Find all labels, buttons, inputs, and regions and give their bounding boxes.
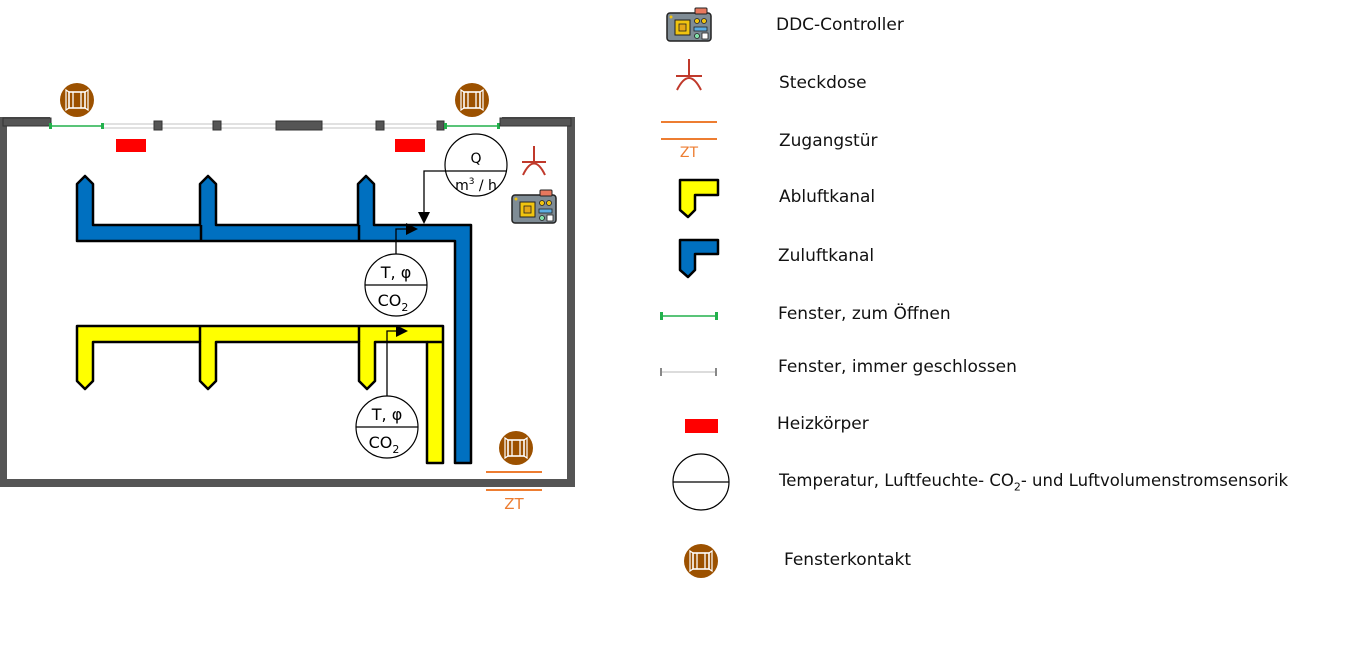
access-door[interactable]: ZT (486, 471, 542, 513)
legend-window-contact-icon (683, 543, 719, 579)
window-fixed-strip (104, 120, 445, 131)
legend-label-sensor: Temperatur, Luftfeuchte- CO2- und Luftvo… (779, 471, 1289, 494)
window-openable-right[interactable] (444, 123, 500, 129)
supply-duct (75, 174, 473, 465)
supply-sensor: T, φ CO2 (364, 223, 428, 317)
legend-label-window-fixed: Fenster, immer geschlossen (778, 357, 1017, 377)
ddc-controller-icon (511, 189, 557, 224)
window-contact-icon-right (454, 82, 490, 118)
legend-exhaust-duct-icon (678, 178, 720, 219)
radiator-right (395, 139, 425, 152)
flow-sensor: Q m3 / h (418, 133, 508, 224)
door-label: ZT (504, 495, 524, 513)
legend-supply-duct-icon (678, 238, 720, 279)
exhaust-duct (75, 324, 445, 465)
legend-label-access-door: Zugangstür (779, 131, 878, 151)
supply-sensor-top: T, φ (380, 263, 412, 282)
legend-socket-icon (676, 59, 702, 91)
legend-access-door-icon: ZT (661, 121, 717, 161)
top-wall (2, 117, 572, 131)
socket-icon (522, 146, 546, 176)
exhaust-sensor-bottom: CO2 (369, 433, 400, 456)
flow-sensor-bottom: m3 / h (455, 177, 497, 194)
legend-label-exhaust-duct: Abluftkanal (779, 187, 876, 207)
legend-label-window-openable: Fenster, zum Öffnen (778, 304, 951, 324)
legend-window-openable-icon (660, 312, 718, 320)
legend-label-ddc-controller: DDC-Controller (776, 15, 904, 35)
legend-label-window-contact: Fensterkontakt (784, 550, 912, 570)
legend-door-text: ZT (680, 145, 699, 161)
legend-window-fixed-icon (660, 368, 717, 376)
legend-label-supply-duct: Zuluftkanal (778, 246, 875, 266)
exhaust-sensor-top: T, φ (371, 405, 403, 424)
legend-radiator-icon (685, 419, 718, 433)
legend-label-radiator: Heizkörper (777, 414, 869, 434)
exhaust-sensor: T, φ CO2 (355, 325, 419, 459)
supply-sensor-bottom: CO2 (378, 291, 409, 314)
radiator-left (116, 139, 146, 152)
legend-label-socket: Steckdose (779, 73, 867, 93)
legend-ddc-controller-icon (666, 7, 712, 42)
legend-sensor-icon (672, 453, 730, 511)
flow-sensor-top: Q (470, 151, 481, 167)
window-openable-left[interactable] (49, 123, 104, 129)
window-contact-icon-door (498, 430, 534, 466)
window-contact-icon-left (59, 82, 95, 118)
